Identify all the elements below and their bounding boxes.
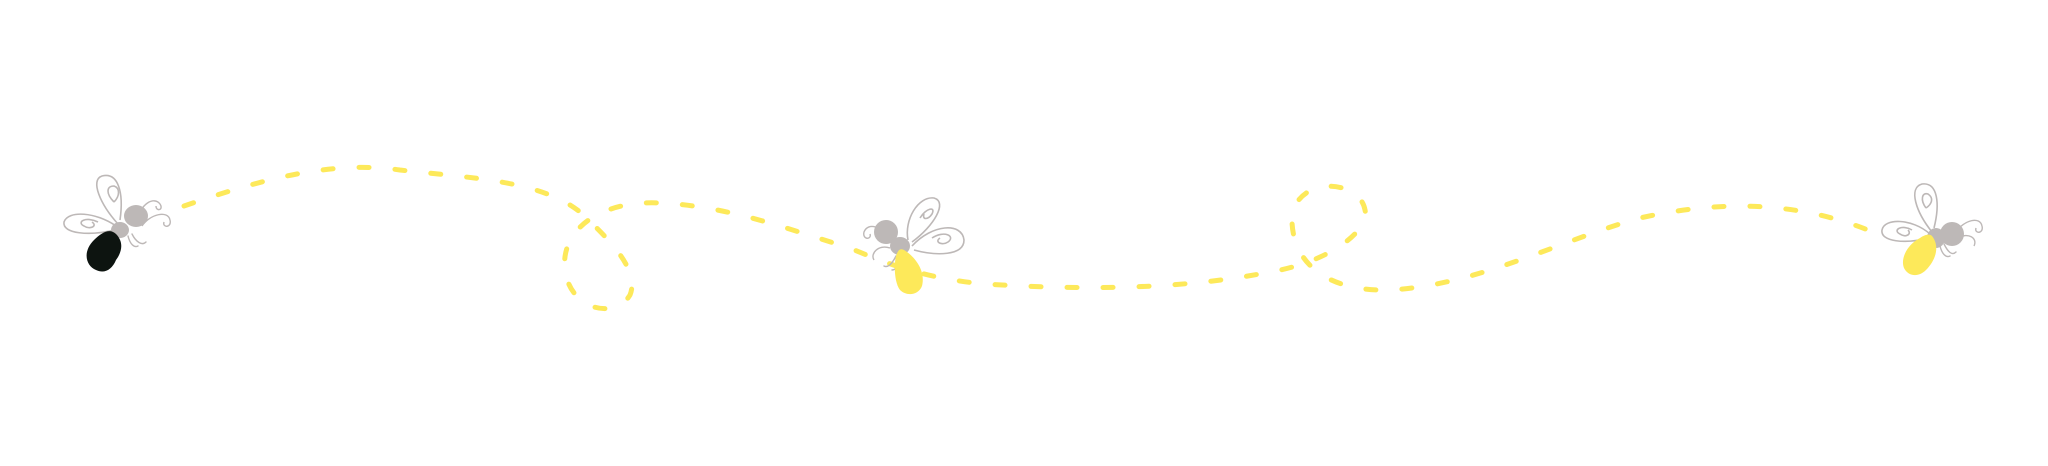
- firefly-abdomen: [894, 249, 923, 295]
- firefly-head: [1940, 222, 1964, 246]
- firefly-unlit: [63, 174, 171, 272]
- firefly-lit-right: [1881, 183, 1983, 276]
- firefly-lit-middle: [863, 197, 965, 295]
- flight-trail: [181, 164, 1883, 312]
- firefly-head: [874, 220, 898, 244]
- firefly-thorax: [890, 237, 910, 255]
- firefly-abdomen: [86, 231, 122, 272]
- firefly-head: [124, 205, 148, 227]
- firefly-abdomen: [1902, 234, 1937, 276]
